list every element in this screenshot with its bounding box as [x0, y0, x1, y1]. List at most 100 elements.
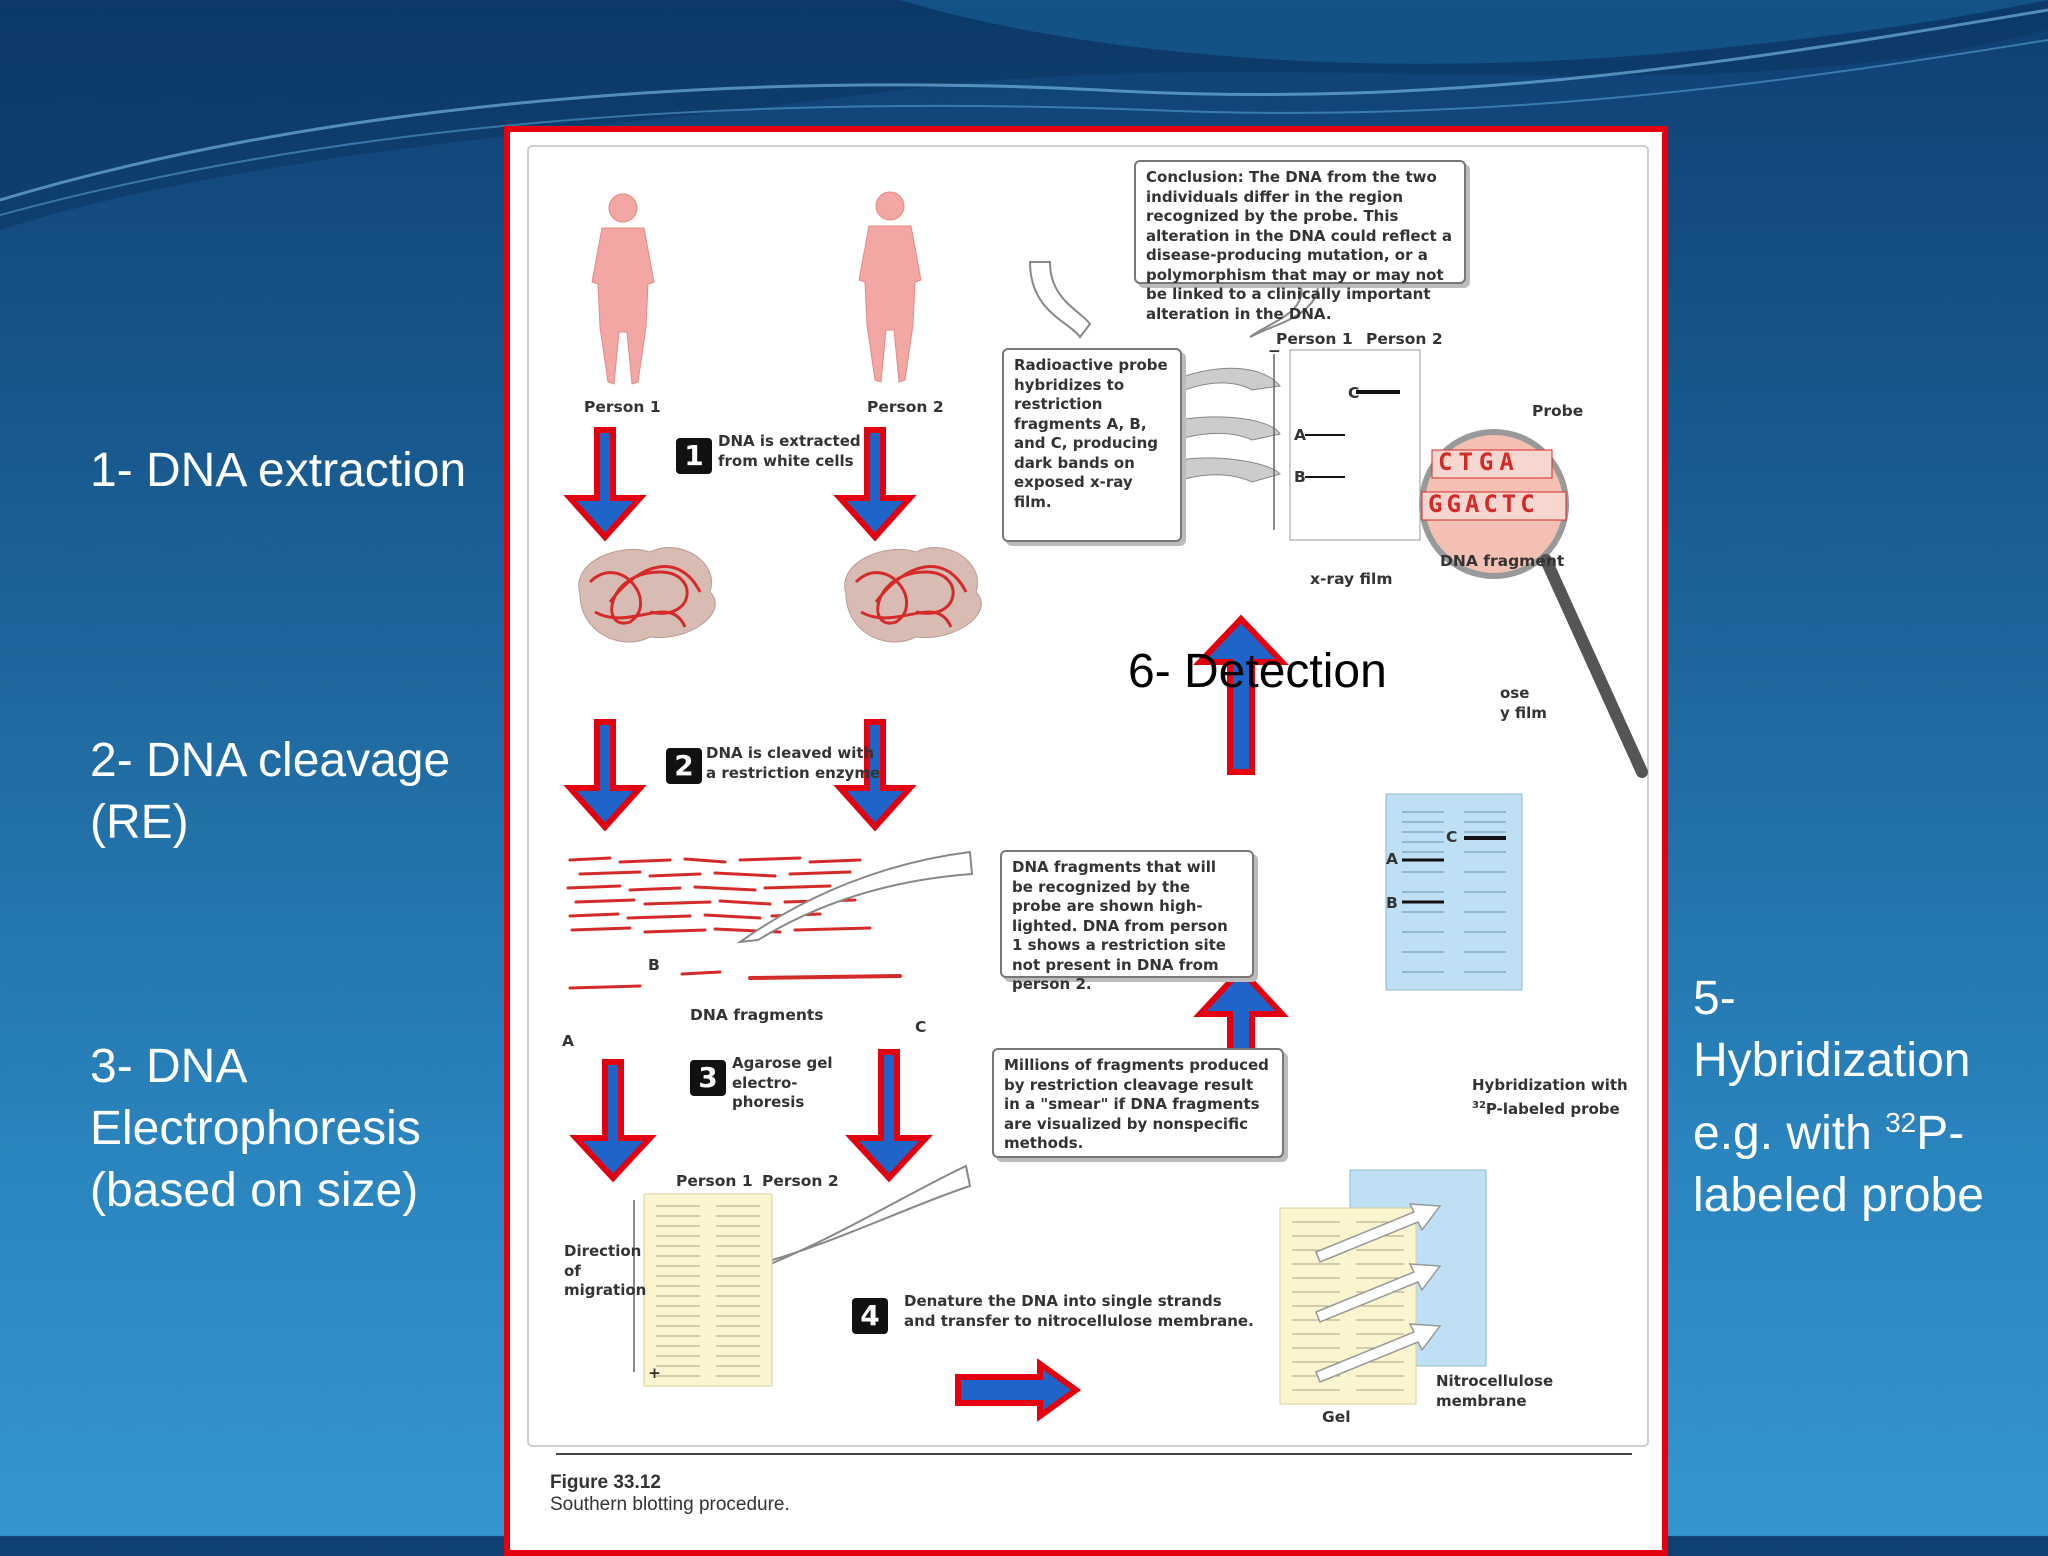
xray-band-a: A: [1294, 426, 1306, 444]
direction-line3: migration: [564, 1281, 647, 1299]
step2-number: 2: [666, 748, 702, 784]
step2-text: DNA is cleaved with a restriction enzyme: [706, 744, 880, 783]
flow-arrow-right: [955, 1358, 1082, 1422]
step3-text-line3: phoresis: [732, 1093, 805, 1111]
direction-line2: of: [564, 1261, 581, 1280]
background-wave: [0, 0, 2048, 230]
side-label-step5-line3-post: P-: [1916, 1107, 1965, 1160]
step1-number: 1: [676, 438, 712, 474]
side-label-step6: 6- Detection: [1128, 645, 1387, 698]
callout-fragments: DNA fragments that will be recognized by…: [1000, 850, 1254, 993]
step1-text-line1: DNA is extracted: [718, 432, 861, 450]
flow-arrow-down-1: [563, 427, 647, 542]
hybridization-label: Hybridization with 32P-labeled probe: [1472, 1076, 1628, 1119]
flow-arrow-down-2: [833, 427, 917, 542]
step3-text-line2: electro-: [732, 1073, 798, 1092]
dna-blob-1: [578, 547, 716, 643]
probe-pointer-3: [1169, 457, 1281, 485]
membrane-label-line1: Nitrocellulose: [1436, 1372, 1554, 1390]
side-label-step3-line1: 3- DNA: [90, 1040, 248, 1093]
hybridization-label-line2-text: P-labeled probe: [1485, 1099, 1620, 1118]
gel-smear-lanes: [656, 1205, 760, 1377]
flow-arrow-down-5: [569, 1059, 657, 1183]
magnifier-lens: [1419, 429, 1648, 778]
side-label-step5-line4: labeled probe: [1693, 1169, 1984, 1222]
xray-band-b: B: [1294, 468, 1306, 486]
fragment-a-label: A: [562, 1032, 574, 1050]
step1-text-line2: from white cells: [718, 451, 854, 470]
figure-artwork: [527, 145, 1649, 1455]
xray-minus-sign: −: [1268, 342, 1281, 360]
flow-arrow-down-4: [833, 719, 917, 832]
step3-text: Agarose gel electro- phoresis: [732, 1054, 833, 1113]
step3-number: 3: [690, 1060, 726, 1096]
xray-film: [1289, 349, 1421, 541]
figure-caption-text: Southern blotting procedure.: [550, 1494, 790, 1515]
callout-conclusion-tail-1: [1028, 261, 1092, 339]
membrane-band-c: C: [1446, 828, 1458, 846]
side-label-step5: 5- Hybridization e.g. with 32P- labeled …: [1693, 968, 1984, 1227]
callout-fragments-tail: [736, 850, 974, 944]
side-label-step2-line2: (RE): [90, 796, 189, 849]
xray-person2-label: Person 2: [1366, 330, 1443, 348]
person1-silhouette: [591, 193, 655, 385]
step2-text-line2: a restriction enzyme: [706, 763, 881, 782]
gel-person1-label: Person 1: [676, 1172, 753, 1190]
callout-conclusion: Conclusion: The DNA from the two individ…: [1134, 160, 1466, 323]
xray-film-label: x-ray film: [1310, 570, 1393, 588]
southern-blot-figure: Person 1 Person 2 1 DNA is extracted fro…: [504, 126, 1668, 1556]
partial-film-line1: ose: [1500, 684, 1530, 702]
callout-probe: Radioactive probe hybridizes to restrict…: [1002, 348, 1182, 542]
membrane-label: Nitrocellulose membrane: [1436, 1372, 1553, 1411]
dna-fragment-label: DNA fragment: [1440, 552, 1565, 570]
dna-fragments: [566, 856, 902, 990]
xray-person1-label: Person 1: [1276, 330, 1353, 348]
direction-line1: Direction: [564, 1242, 642, 1260]
flow-arrow-down-6: [845, 1049, 933, 1183]
gel-label: Gel: [1322, 1408, 1351, 1426]
membrane-band-b: B: [1386, 894, 1398, 912]
side-label-step3-line2: Electrophoresis: [90, 1102, 421, 1155]
side-label-step3: 3- DNA Electrophoresis (based on size): [90, 1036, 421, 1222]
side-label-step5-line3-pre: e.g. with: [1693, 1107, 1886, 1160]
dna-sequence: GGACTC: [1428, 490, 1539, 518]
xray-band-c: C: [1348, 384, 1360, 402]
side-label-step5-sup: 32: [1885, 1107, 1917, 1138]
membrane-band-a: A: [1386, 850, 1398, 868]
step1-text: DNA is extracted from white cells: [718, 432, 861, 471]
dna-blob-2: [844, 547, 982, 643]
gel-electrophoresis: [643, 1193, 773, 1387]
partial-film-line2: y film: [1500, 703, 1547, 722]
callout-conclusion-tail-2: [1249, 281, 1320, 338]
step4-number: 4: [852, 1298, 888, 1334]
probe-label: Probe: [1532, 402, 1584, 420]
step2-text-line1: DNA is cleaved with: [706, 744, 875, 762]
dna-fragments-label: DNA fragments: [690, 1006, 824, 1024]
step3-text-line1: Agarose gel: [732, 1054, 833, 1072]
transfer-arrows: [1315, 1203, 1442, 1383]
step4-text: Denature the DNA into single strands and…: [904, 1292, 1254, 1331]
step4-text-line2: and transfer to nitrocellulose membrane.: [904, 1311, 1254, 1330]
person2-silhouette: [858, 191, 922, 383]
probe-pointer-1: [1169, 367, 1281, 397]
side-label-step3-line3: (based on size): [90, 1164, 419, 1217]
side-label-step5-line2: Hybridization: [1693, 1034, 1971, 1087]
fragment-c-label: C: [915, 1018, 927, 1036]
side-label-step1: 1- DNA extraction: [90, 444, 467, 497]
probe-pointer-2: [1169, 416, 1281, 443]
gel-person2-label: Person 2: [762, 1172, 839, 1190]
flow-arrow-up-2: [1192, 614, 1290, 775]
fragment-b-label: B: [648, 956, 660, 974]
probe-sequence: CTGA: [1438, 448, 1520, 476]
figure-caption-title: Figure 33.12: [550, 1472, 661, 1493]
membrane-probed-bands: [1402, 811, 1506, 973]
side-label-step2: 2- DNA cleavage (RE): [90, 730, 450, 854]
person2-label: Person 2: [867, 398, 944, 416]
hybridization-label-line2: 32P-labeled probe: [1472, 1096, 1628, 1120]
step4-text-line1: Denature the DNA into single strands: [904, 1292, 1222, 1310]
side-label-step5-line1: 5-: [1693, 972, 1736, 1025]
hybridization-sup: 32: [1472, 1099, 1486, 1111]
direction-of-migration: Direction of migration: [564, 1242, 646, 1301]
membrane-label-line2: membrane: [1436, 1391, 1527, 1410]
callout-smear: Millions of fragments produced by restri…: [992, 1048, 1284, 1158]
